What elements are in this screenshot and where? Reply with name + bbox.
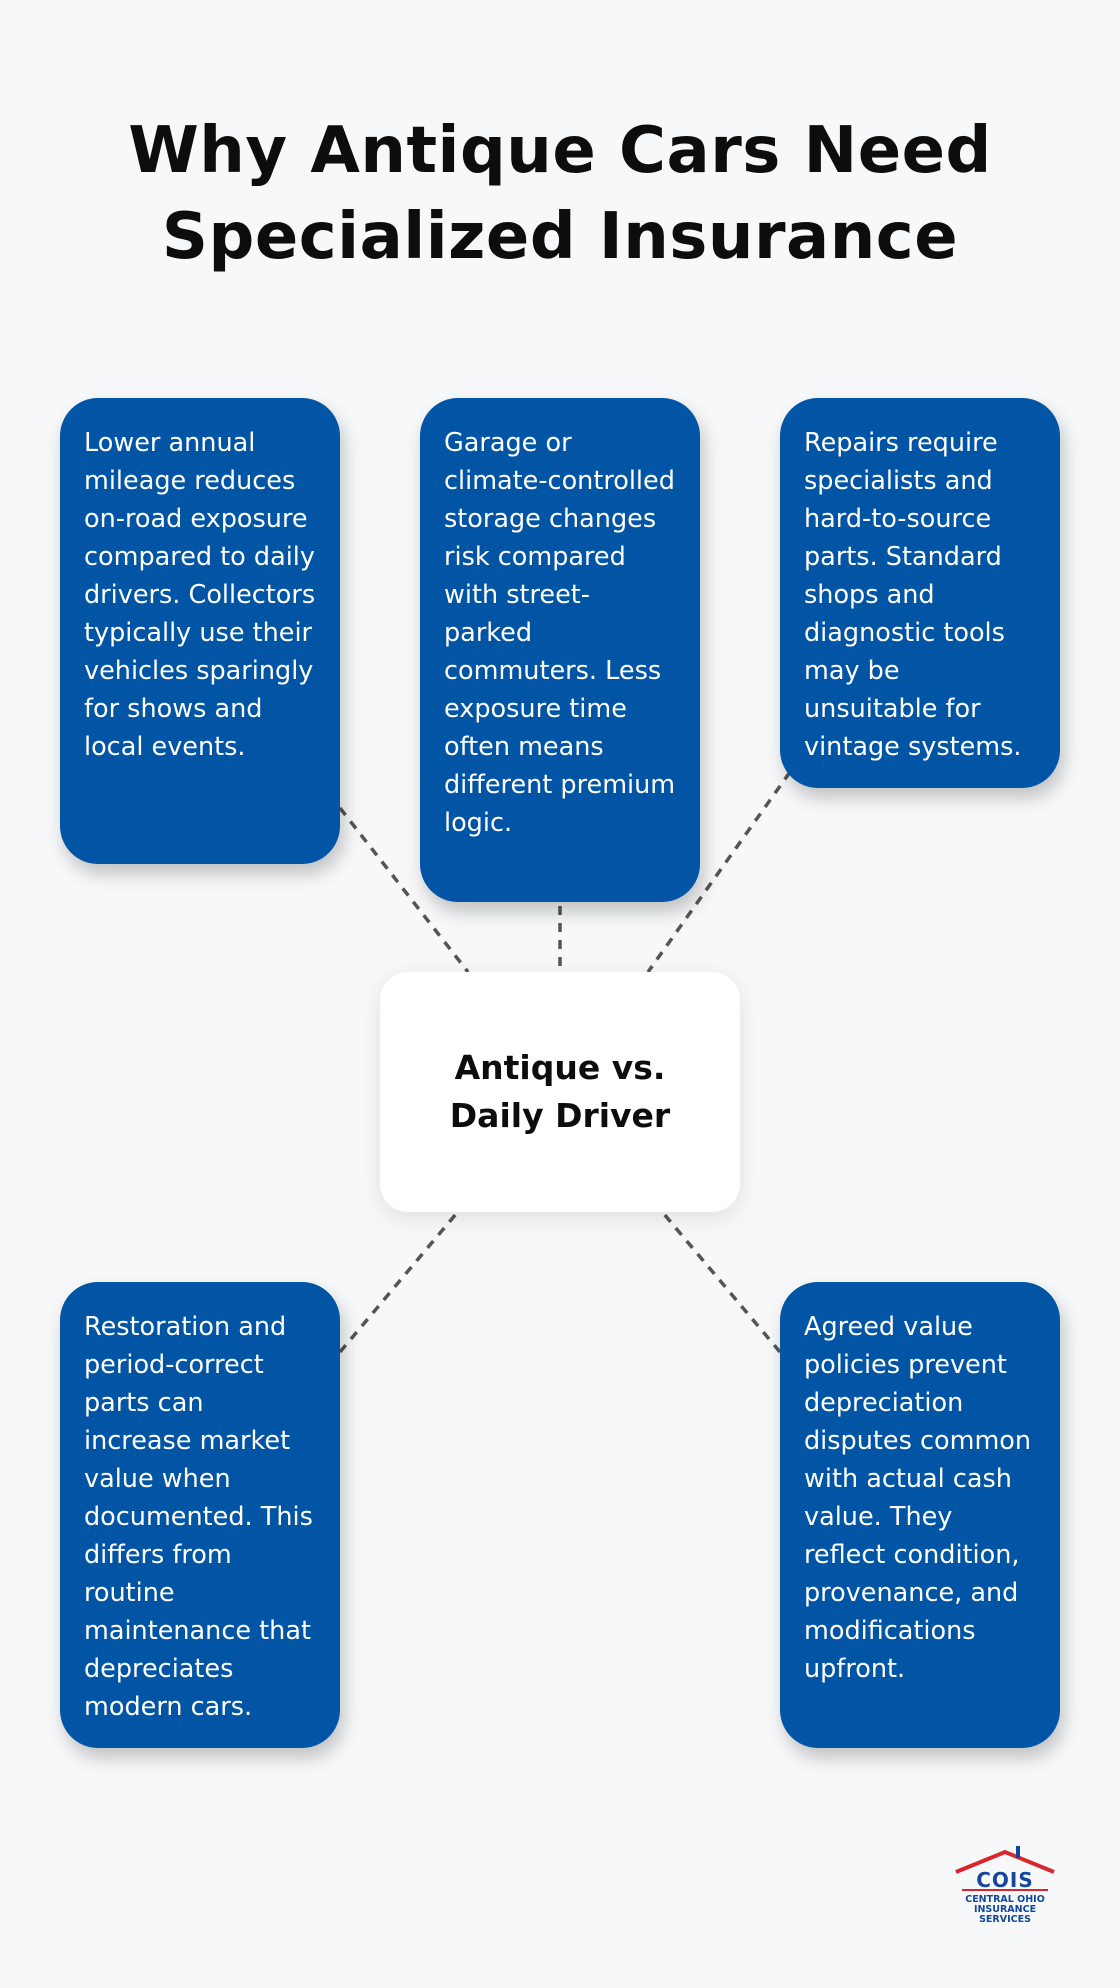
center-line-2: Daily Driver [449, 1096, 671, 1135]
card-agreed-value: Agreed value policies prevent depreciati… [780, 1282, 1060, 1748]
page-title: Why Antique Cars Need Specialized Insura… [0, 108, 1120, 280]
cois-logo: COIS CENTRAL OHIO INSURANCE SERVICES [955, 1846, 1055, 1925]
center-line-1: Antique vs. [454, 1048, 666, 1087]
card-restoration: Restoration and period-correct parts can… [60, 1282, 340, 1748]
logo-line-3: SERVICES [979, 1914, 1031, 1925]
logo-line-1: CENTRAL OHIO [965, 1894, 1045, 1905]
card-storage-text: Garage or climate-controlled storage cha… [444, 428, 676, 838]
logo-name: COIS [976, 1868, 1034, 1892]
connector-repairs [646, 770, 792, 974]
logo-line-2: INSURANCE [974, 1904, 1036, 1915]
card-mileage: Lower annual mileage reduces on-road exp… [60, 398, 340, 864]
connector-restoration [338, 1212, 458, 1354]
card-agreed-value-text: Agreed value policies prevent depreciati… [804, 1312, 1032, 1684]
card-mileage-text: Lower annual mileage reduces on-road exp… [84, 428, 316, 762]
card-storage: Garage or climate-controlled storage cha… [420, 398, 700, 902]
title-line-1: Why Antique Cars Need [128, 114, 992, 188]
card-restoration-text: Restoration and period-correct parts can… [84, 1312, 313, 1722]
connector-agreed-value [662, 1212, 782, 1354]
center-node: Antique vs. Daily Driver [380, 972, 740, 1212]
house-roof-icon [955, 1846, 1055, 1874]
card-repairs-text: Repairs require specialists and hard-to-… [804, 428, 1022, 762]
card-repairs: Repairs require specialists and hard-to-… [780, 398, 1060, 788]
title-line-2: Specialized Insurance [161, 200, 959, 274]
connector-mileage [338, 806, 470, 974]
